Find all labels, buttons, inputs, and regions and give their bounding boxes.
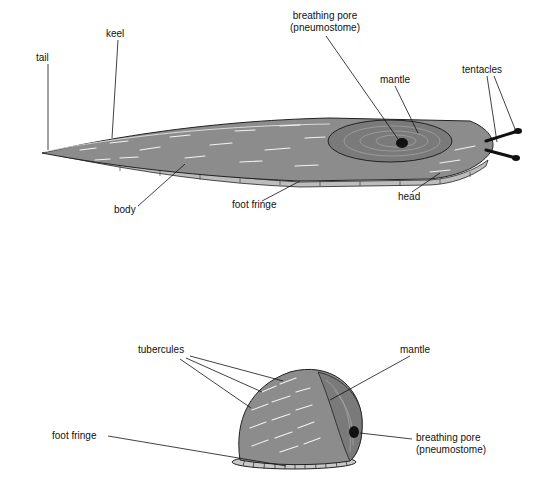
part-label: mantle xyxy=(400,344,430,356)
part-label: body xyxy=(114,204,136,216)
part-label: tentacles xyxy=(462,64,502,76)
part-label: tail xyxy=(36,52,49,64)
part-label: breathing pore (pneumostome) xyxy=(284,10,366,34)
part-label: mantle xyxy=(380,74,410,86)
part-label: foot fringe xyxy=(232,199,276,211)
part-label: tubercules xyxy=(138,344,184,356)
part-label: foot fringe xyxy=(52,430,96,442)
part-label: head xyxy=(398,191,420,203)
part-label: breathing pore (pneumostome) xyxy=(416,432,498,456)
part-label: keel xyxy=(106,28,124,40)
